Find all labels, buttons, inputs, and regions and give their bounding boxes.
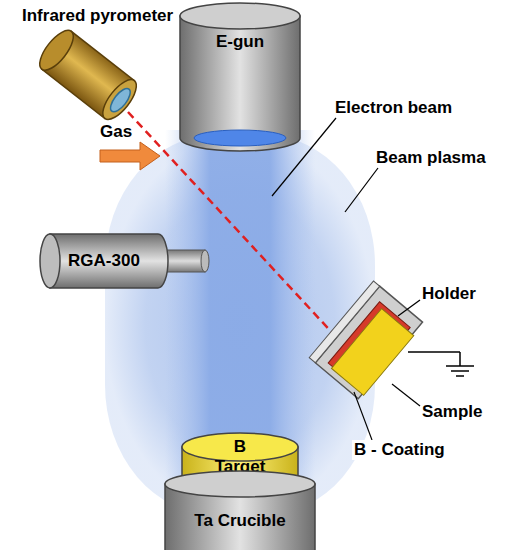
leader-line [345, 168, 378, 212]
electron-beam [165, 130, 315, 510]
cylinder-end [40, 234, 60, 288]
node-label: Ta Crucible [194, 511, 285, 531]
pyrometer-body [34, 25, 142, 124]
rga-inlet-tube [165, 250, 205, 272]
ground-bar [446, 365, 474, 367]
node-label: E-gun [216, 32, 264, 52]
pyrometer-back [34, 25, 79, 75]
gun-aperture [194, 130, 286, 146]
part-label: Beam plasma [376, 148, 486, 168]
gas-arrow [100, 142, 160, 170]
part-label: Gas [100, 122, 132, 142]
cylinder-body [50, 234, 168, 288]
node-label: RGA-300 [68, 251, 140, 271]
node-outline [180, 2, 300, 152]
part-label: Sample [422, 402, 482, 422]
sample-plate [331, 309, 413, 396]
cylinder-node: Ta Crucible [165, 470, 315, 550]
pyrometer-lens [107, 85, 134, 114]
pyrometer-face [97, 74, 142, 124]
part-label: B - Coating [352, 440, 447, 460]
cylinder-node: RGA-300 [40, 234, 168, 288]
leader-line [392, 384, 420, 406]
ground-wire [459, 352, 461, 366]
part-label: Infrared pyrometer [22, 6, 173, 26]
node-outline [165, 470, 315, 550]
sample-holder [309, 281, 424, 400]
leader-line [354, 392, 372, 440]
cylinder-top [165, 471, 315, 497]
cylinder-body [180, 16, 300, 151]
ground-bar [451, 370, 469, 372]
part-label: Electron beam [335, 98, 452, 118]
rga-inlet-end [201, 250, 209, 272]
cylinder-top [180, 3, 300, 29]
part-label: Holder [422, 284, 476, 304]
ground-symbol [408, 352, 474, 376]
ground-bar [456, 375, 464, 377]
leader-line [398, 300, 420, 316]
ground-wire [408, 351, 460, 353]
cylinder-node: E-gun [180, 2, 300, 152]
